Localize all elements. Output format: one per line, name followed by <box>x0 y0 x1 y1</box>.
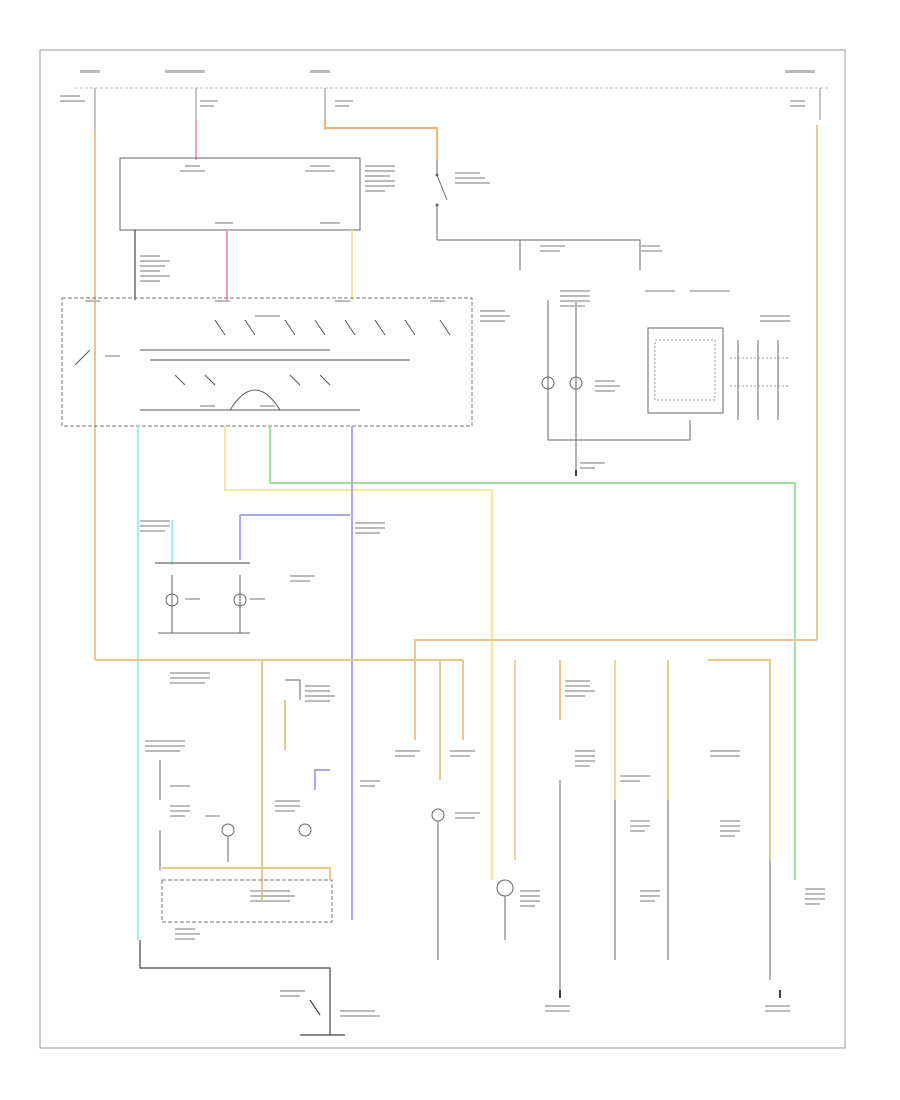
ground-label-bottom-2 <box>280 995 300 997</box>
wire-green-main <box>269 426 796 880</box>
marker-lamp-area <box>155 514 350 634</box>
diagram-frame <box>39 49 846 1049</box>
flasher-module-box <box>119 157 361 231</box>
wire-tan-right-return <box>414 639 817 740</box>
wire-tan-drop-8 <box>708 659 771 860</box>
ground-label-bottom-3 <box>340 1010 375 1012</box>
flasher-module-labels <box>180 165 395 224</box>
lower-left-labels <box>145 672 380 940</box>
lower-left-lamps <box>159 679 330 870</box>
ground-label-bottom-1 <box>280 990 305 992</box>
center-lamp-column <box>431 780 771 990</box>
wire-orange-top <box>324 120 438 160</box>
bottom-left-ground <box>139 940 345 1036</box>
marker-lamp-labels <box>140 520 385 600</box>
multifunction-switch-contacts <box>74 319 451 411</box>
wire-yellow-main <box>224 426 493 880</box>
lower-left-harness-wire <box>162 867 331 880</box>
multifunction-switch-labels <box>85 300 510 407</box>
stop-lamp-switch <box>435 160 490 240</box>
ground-label-bottom-4 <box>340 1015 380 1017</box>
stop-lamp-labels <box>540 245 790 469</box>
lower-left-harness-box <box>161 879 333 923</box>
center-lamp-labels <box>395 680 825 1012</box>
trailer-connector <box>647 327 790 420</box>
fuse-labels-top <box>60 70 815 107</box>
multifunction-switch-box <box>61 297 473 427</box>
stop-lamp-connectors <box>437 239 691 470</box>
module-ground-labels <box>140 255 170 282</box>
